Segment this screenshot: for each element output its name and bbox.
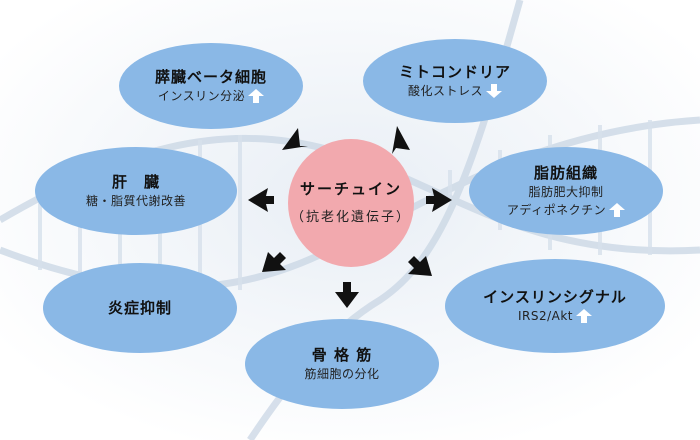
node-pancreas-sub: インスリン分泌 — [157, 87, 265, 105]
node-mitochondria-title: ミトコンドリア — [398, 63, 511, 81]
node-bone-sub: 筋細胞の分化 — [304, 367, 380, 381]
node-liver: 肝 臓 糖・脂質代謝改善 — [34, 146, 238, 236]
arrow-to-insulin-signal — [408, 256, 432, 276]
node-shape — [363, 39, 547, 123]
node-shape — [119, 43, 303, 129]
node-adipose-title: 脂肪組織 — [533, 164, 598, 182]
center-node-sirtuin: サーチュイン （抗老化遺伝子） — [287, 138, 415, 268]
node-pancreas-sub-text: インスリン分泌 — [157, 89, 246, 103]
node-insulin-signaling: インスリンシグナル IRS2/Akt — [444, 258, 666, 354]
node-skeletal-muscle: 骨 格 筋 筋細胞の分化 — [244, 318, 440, 410]
node-pancreas-beta-cell: 膵臓ベータ細胞 インスリン分泌 — [118, 42, 304, 130]
node-shape — [35, 147, 237, 235]
arrow-to-inflammation — [262, 252, 286, 272]
node-shape — [43, 263, 237, 353]
node-mitochondria: ミトコンドリア 酸化ストレス — [362, 38, 548, 124]
node-insulin-signal-title: インスリンシグナル — [483, 288, 627, 306]
arrow-to-adipose — [426, 188, 452, 212]
up-arrow-icon — [248, 89, 265, 103]
node-pancreas-title: 膵臓ベータ細胞 — [154, 68, 267, 86]
node-adipose-sub2: アディポネクチン — [506, 201, 626, 219]
arrow-to-mitochondria — [392, 126, 410, 154]
center-subtitle: （抗老化遺伝子） — [290, 210, 411, 225]
down-arrow-icon — [486, 84, 502, 98]
node-adipose-sub2-text: アディポネクチン — [506, 203, 607, 217]
node-insulin-signal-sub-text: IRS2/Akt — [517, 309, 574, 323]
arrow-to-liver — [248, 188, 274, 212]
arrow-to-pancreas — [282, 128, 308, 150]
node-adipose-sub1: 脂肪肥大抑制 — [528, 185, 604, 199]
node-mitochondria-sub: 酸化ストレス — [408, 82, 502, 100]
node-shape — [445, 259, 665, 353]
node-mitochondria-sub-text: 酸化ストレス — [407, 84, 483, 98]
node-insulin-signal-sub: IRS2/Akt — [517, 307, 593, 325]
arrow-to-bone — [335, 282, 359, 308]
center-title: サーチュイン — [299, 180, 402, 198]
center-node-shape — [288, 139, 414, 267]
node-bone-title: 骨 格 筋 — [311, 346, 373, 364]
node-liver-title: 肝 臓 — [111, 173, 160, 191]
up-arrow-icon — [576, 309, 593, 323]
node-liver-sub: 糖・脂質代謝改善 — [85, 194, 186, 208]
node-adipose-tissue: 脂肪組織 脂肪肥大抑制 アディポネクチン — [468, 146, 664, 236]
node-inflammation-title: 炎症抑制 — [107, 299, 172, 317]
node-shape — [245, 319, 439, 409]
node-anti-inflammation: 炎症抑制 — [42, 262, 238, 354]
up-arrow-icon — [609, 203, 626, 217]
